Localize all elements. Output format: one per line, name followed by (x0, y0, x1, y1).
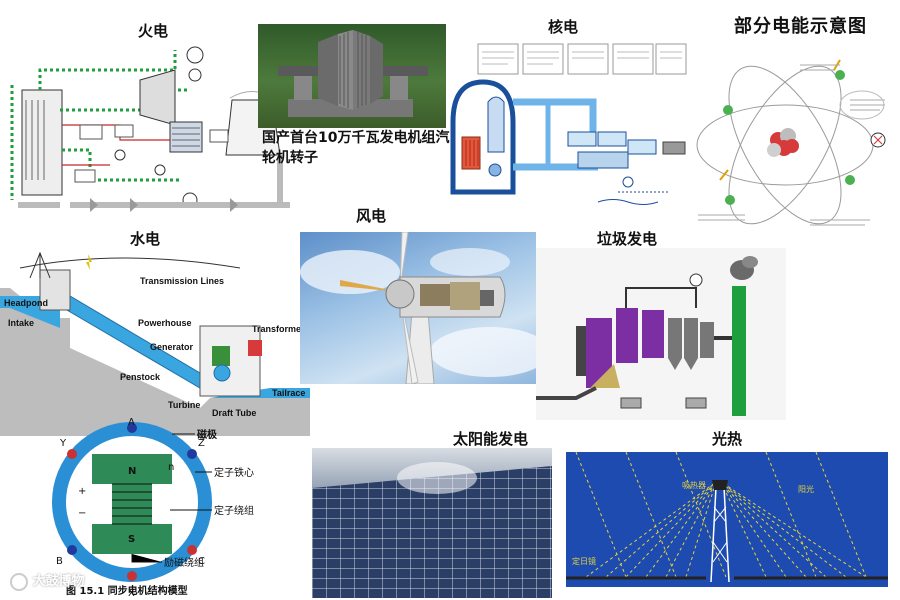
gen-label-pole: 磁极 (197, 428, 218, 441)
gen-label-stator-winding: 定子绕组 (214, 504, 254, 517)
csp-label-mirror: 定日镜 (572, 556, 596, 566)
nuclear-title: 核电 (548, 18, 579, 36)
hydro-label-turbine: Turbine (168, 400, 200, 410)
atom-diagram (690, 40, 895, 235)
thermal-power-diagram (0, 30, 300, 225)
wind-turbine-image (300, 232, 536, 384)
gen-label-S: S (128, 534, 135, 545)
hydro-label-headpond: Headpond (4, 298, 48, 308)
gen-label-excitation: 励磁绕组 (164, 556, 204, 569)
solar-panel-image (312, 448, 552, 598)
watermark-text: 大鼓博物 (32, 574, 85, 589)
thermal-title: 火电 (138, 22, 169, 40)
gen-figure-caption: 图 15.1 同步电机结构模型 (66, 584, 188, 597)
hydro-label-draft: Draft Tube (212, 408, 256, 418)
synchronous-generator-diagram: A X Y Z B C N S + − n 磁极 定子铁心 定子绕组 励磁绕组 … (20, 414, 310, 598)
csp-label-receiver: 吸热器 (682, 480, 706, 490)
waste-title: 垃圾发电 (597, 230, 658, 248)
gen-label-N: N (128, 466, 136, 477)
main-title: 部分电能示意图 (734, 16, 867, 37)
gen-label-B: B (56, 556, 63, 567)
nuclear-power-diagram (448, 42, 688, 220)
gen-label-n: n (168, 462, 174, 473)
gen-label-minus: − (78, 508, 86, 519)
csp-title: 光热 (712, 430, 743, 448)
turbine-rotor-photo (258, 24, 446, 128)
hydro-label-tailrace: Tailrace (272, 388, 305, 398)
watermark: 大鼓博物 (10, 570, 85, 591)
waste-power-diagram (536, 248, 786, 420)
wind-title: 风电 (356, 207, 387, 225)
hydro-label-generator: Generator (150, 342, 194, 352)
gen-label-Z: Z (198, 438, 205, 449)
hydro-power-diagram: Transmission Lines Headpond Intake Power… (0, 248, 310, 436)
gen-label-plus: + (78, 486, 86, 497)
gen-label-stator-core: 定子铁心 (214, 466, 254, 479)
hydro-label-intake: Intake (8, 318, 34, 328)
watermark-icon (10, 572, 28, 591)
gen-label-Y: Y (59, 438, 67, 449)
hydro-label-penstock: Penstock (120, 372, 161, 382)
csp-label-sun: 阳光 (798, 484, 814, 494)
gen-label-C: C (198, 556, 205, 567)
hydro-label-transmission: Transmission Lines (140, 276, 224, 286)
solar-title: 太阳能发电 (453, 430, 529, 448)
hydro-label-powerhouse: Powerhouse (138, 318, 192, 328)
csp-tower-diagram: 吸热器 阳光 定日镜 (566, 452, 888, 587)
gen-label-A: A (128, 417, 135, 428)
gen-label-X: X (128, 588, 135, 598)
hydro-label-transformer: Transformer (252, 324, 305, 334)
turbine-caption: 国产首台10万千瓦发电机组汽轮机转子 (262, 130, 450, 166)
hydro-title: 水电 (130, 230, 161, 248)
